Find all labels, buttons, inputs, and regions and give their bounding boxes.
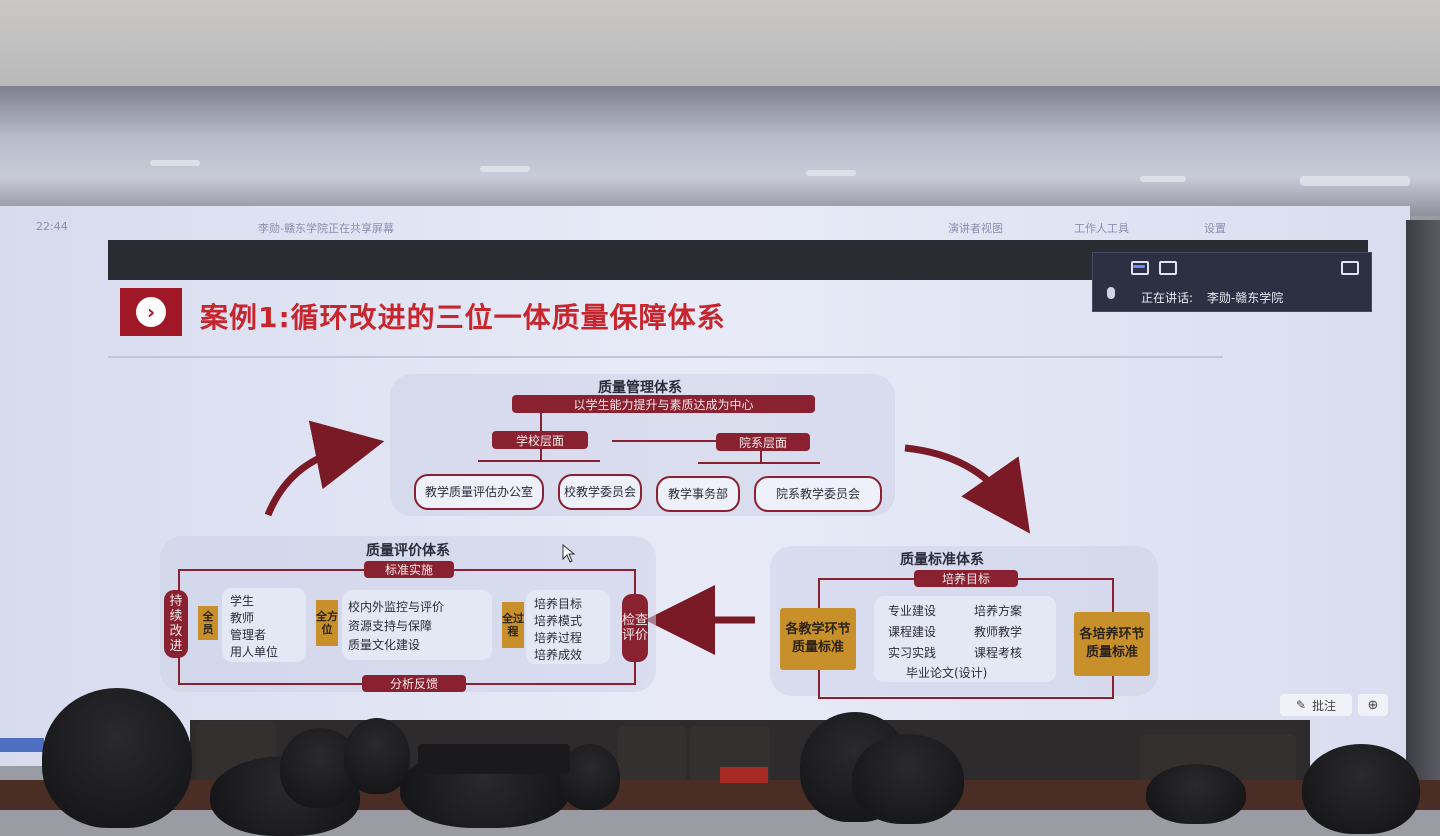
ceiling-light	[1140, 176, 1186, 182]
evaluation-bottom-pill: 分析反馈	[362, 675, 466, 692]
all-staff-tag: 全员	[198, 606, 218, 640]
training-standards-box: 各培养环节质量标准	[1074, 612, 1150, 676]
continuous-improvement-pill: 持续改进	[164, 590, 188, 658]
microphone-icon	[1107, 287, 1115, 299]
presenter-view-button[interactable]: 演讲者视图	[948, 222, 1003, 235]
check-evaluation-pill: 检查评价	[622, 594, 648, 662]
arrow-down-right	[904, 444, 1031, 534]
audience-head	[1302, 744, 1420, 834]
audience-head	[1146, 764, 1246, 824]
annotate-button[interactable]: ✎ 批注	[1280, 694, 1352, 716]
play-arrow-icon: ›	[120, 288, 182, 336]
evaluation-title: 质量评价体系	[366, 543, 450, 559]
audience-head	[852, 734, 964, 824]
pen-icon: ✎	[1295, 698, 1307, 712]
standards-list: 专业建设 培养方案 课程建设 教师教学 实习实践 课程考核 毕业论文(设计)	[874, 596, 1056, 682]
standards-title: 质量标准体系	[900, 552, 984, 568]
meeting-speaker-panel[interactable]: 正在讲话: 李勋-赣东学院	[1092, 252, 1372, 312]
speaking-label: 正在讲话:	[1141, 291, 1194, 305]
standards-top-pill: 培养目标	[914, 570, 1018, 587]
screen-frame	[1406, 220, 1440, 790]
all-staff-list: 学生 教师 管理者 用人单位	[222, 588, 306, 662]
phone	[418, 744, 570, 774]
teaching-standards-box: 各教学环节质量标准	[780, 608, 856, 670]
college-level-pill: 院系层面	[716, 433, 810, 451]
all-process-tag: 全过程	[502, 602, 524, 648]
management-box: 教学质量评估办公室	[414, 474, 544, 510]
status-time: 22:44	[36, 220, 68, 233]
mouse-cursor-icon	[562, 544, 576, 563]
share-tab-title[interactable]: 李勋-赣东学院正在共享屏幕	[258, 222, 394, 235]
ceiling-light	[150, 160, 200, 166]
ceiling-light	[806, 170, 856, 176]
audience-head	[344, 718, 410, 794]
menu-icon[interactable]	[1341, 261, 1359, 275]
ceiling-vent	[1300, 176, 1410, 186]
speaker-name: 李勋-赣东学院	[1206, 291, 1284, 305]
side-label	[0, 738, 44, 752]
all-process-list: 培养目标 培养模式 培养过程 培养成效	[526, 590, 610, 664]
layout-icon[interactable]	[1133, 265, 1145, 268]
management-box: 院系教学委员会	[754, 476, 882, 512]
workbench-button[interactable]: 工作人工具	[1074, 222, 1129, 235]
management-box: 校教学委员会	[558, 474, 642, 510]
arrow-up-left	[264, 420, 385, 517]
all-aspects-list: 校内外监控与评价 资源支持与保障 质量文化建设	[342, 590, 492, 660]
zoom-icon[interactable]: ⊕	[1358, 694, 1388, 716]
ceiling-beam	[0, 86, 1440, 216]
title-divider	[108, 356, 1223, 358]
nameplate	[720, 767, 768, 783]
window-icon[interactable]	[1131, 261, 1149, 275]
evaluation-top-pill: 标准实施	[364, 561, 454, 578]
ceiling-light	[480, 166, 530, 172]
management-title: 质量管理体系	[598, 380, 682, 396]
slide-title: 案例1:循环改进的三位一体质量保障体系	[200, 301, 726, 334]
cycle-arrows	[264, 420, 1031, 655]
school-level-pill: 学校层面	[492, 431, 588, 449]
management-center-pill: 以学生能力提升与素质达成为中心	[512, 395, 815, 413]
grid-icon[interactable]	[1159, 261, 1177, 275]
all-aspects-tag: 全方位	[316, 600, 338, 646]
management-box: 教学事务部	[656, 476, 740, 512]
share-toolbar: 22:44 李勋-赣东学院正在共享屏幕 演讲者视图 工作人工具 设置	[0, 212, 1410, 240]
audience-head	[560, 744, 620, 810]
audience-head	[42, 688, 192, 828]
settings-button[interactable]: 设置	[1204, 222, 1226, 235]
